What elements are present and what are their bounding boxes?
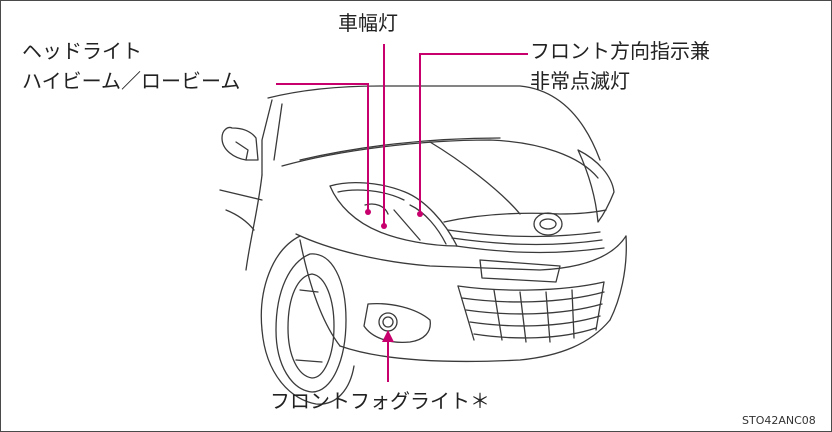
car-body-outline xyxy=(219,85,627,405)
width-light-label: 車幅灯 xyxy=(338,11,398,35)
leader-end-width-light xyxy=(381,223,387,229)
leader-end-turn-signal xyxy=(417,211,423,217)
leader-end-headlight xyxy=(365,209,371,215)
turn-signal-label-line1: フロント方向指示兼 xyxy=(530,39,710,63)
leader-arrow-fog-light xyxy=(382,330,394,342)
headlight-label-line1: ヘッドライト xyxy=(22,39,142,63)
headlight-label-line2: ハイビーム／ロービーム xyxy=(22,69,241,93)
turn-signal-label-line2: 非常点滅灯 xyxy=(530,69,630,93)
leader-headlight xyxy=(276,83,369,210)
leader-turn-signal xyxy=(419,53,528,212)
fog-light-label: フロントフォグライト＊ xyxy=(270,389,490,413)
figure-code: STO42ANC08 xyxy=(742,414,816,427)
